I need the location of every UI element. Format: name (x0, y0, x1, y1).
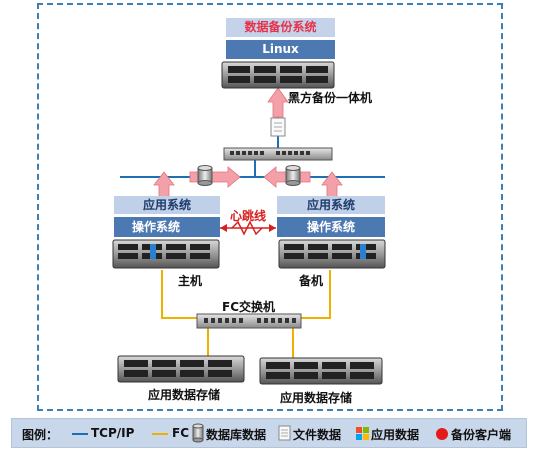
legend-database-label: 数据库数据 (206, 428, 267, 442)
standby-server-icon (278, 239, 386, 269)
primary-app-system: 应用系统 (114, 196, 220, 214)
fc-switch-icon (196, 313, 302, 329)
diagram-frame (37, 3, 503, 411)
legend-client-label: 备份客户端 (451, 428, 512, 442)
network-switch-icon (223, 147, 333, 161)
storage-label-right: 应用数据存储 (280, 391, 353, 405)
backup-appliance-icon (221, 61, 335, 89)
file-icon-top (270, 117, 286, 137)
heartbeat-line (220, 220, 276, 236)
fc-switch-label: FC交换机 (222, 300, 276, 314)
backup-system-title: 数据备份系统 (226, 18, 335, 37)
standby-host-label: 备机 (299, 274, 324, 288)
legend-app-label: 应用数据 (371, 428, 420, 442)
file-icon (278, 425, 291, 441)
storage-array-icon-left (117, 355, 245, 383)
database-icon (192, 423, 204, 443)
linux-os-box: Linux (226, 40, 335, 59)
legend-tcpip-label: TCP/IP (91, 426, 135, 440)
database-icon-right (285, 165, 301, 186)
windows-icon (356, 427, 369, 440)
primary-server-icon (112, 239, 220, 269)
legend-icons (72, 423, 448, 443)
heartbeat-label: 心跳线 (230, 209, 267, 223)
legend-title: 图例： (22, 428, 59, 442)
standby-app-system: 应用系统 (277, 196, 385, 214)
storage-array-icon-right (259, 357, 383, 385)
fc-links (161, 270, 331, 358)
legend-client-dot (436, 428, 448, 440)
legend-file-label: 文件数据 (293, 428, 342, 442)
backup-appliance-label: 黑方备份一体机 (288, 91, 373, 105)
primary-host-label: 主机 (178, 274, 203, 288)
legend: 图例： TCP/IP FC 数据库数据 文件数据 应用数据 备份客户端 (11, 418, 527, 448)
storage-label-left: 应用数据存储 (148, 388, 221, 402)
legend-fc-label: FC (172, 426, 190, 440)
primary-os-box: 操作系统 (114, 217, 220, 237)
database-icon-left (197, 165, 213, 186)
standby-os-box: 操作系统 (277, 217, 385, 237)
